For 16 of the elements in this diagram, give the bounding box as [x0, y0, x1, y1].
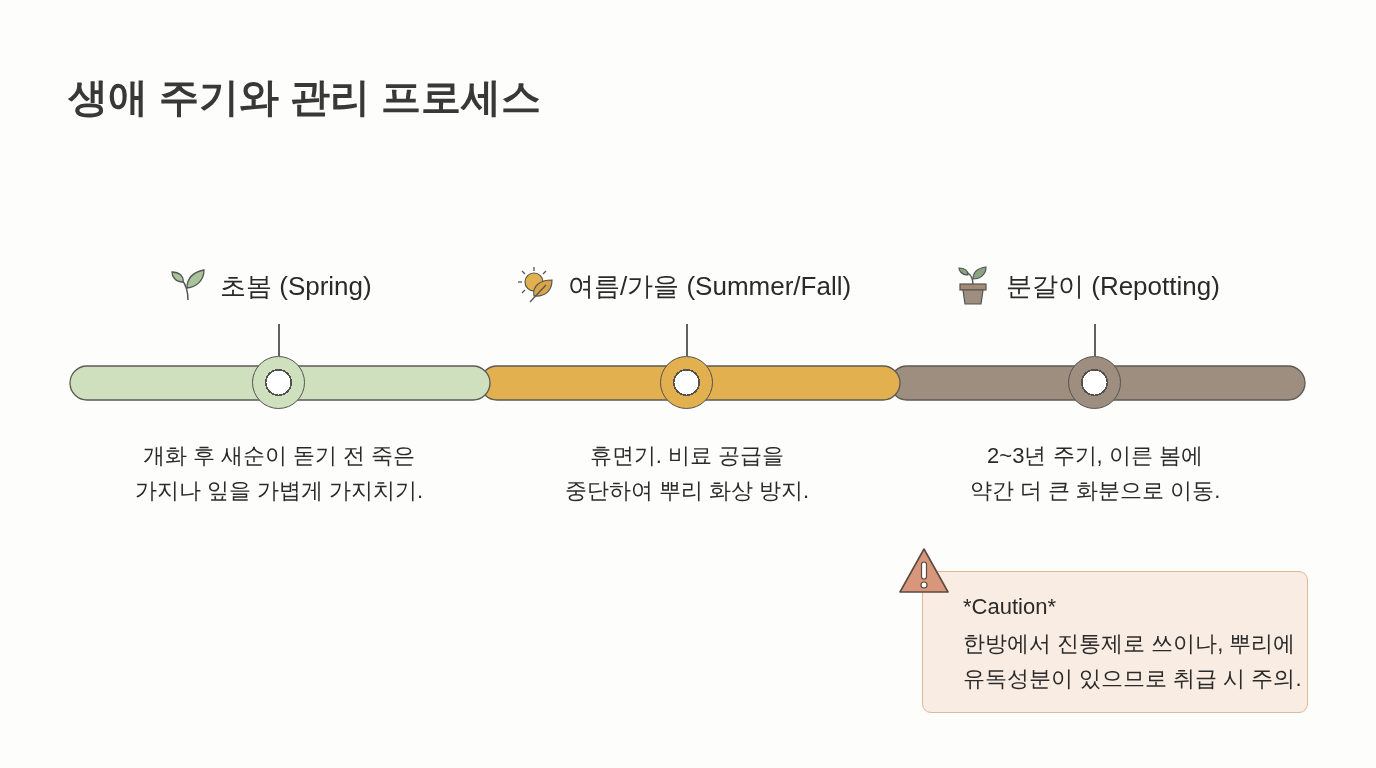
- stage-marker: [1068, 356, 1121, 409]
- stage-marker: [252, 356, 305, 409]
- stage-description: 휴면기. 비료 공급을 중단하여 뿌리 화상 방지.: [563, 442, 811, 505]
- leader-line: [278, 323, 280, 357]
- stage-description: 2~3년 주기, 이른 봄에 약간 더 큰 화분으로 이동.: [968, 442, 1222, 505]
- caution-text: 한방에서 진통제로 쓰이나, 뿌리에 유독성분이 있으므로 취급 시 주의.: [963, 630, 1303, 693]
- caution-card: [922, 571, 1308, 713]
- title: 생애 주기와 관리 프로세스: [68, 74, 542, 121]
- stage-heading: 분갈이 (Repotting): [1006, 270, 1220, 303]
- stage-marker: [660, 356, 713, 409]
- stage-heading: 여름/가을 (Summer/Fall): [568, 270, 852, 303]
- leader-line: [686, 323, 688, 357]
- caution-heading: *Caution*: [963, 593, 1057, 621]
- stage-description: 개화 후 새순이 돋기 전 죽은 가지나 잎을 가볍게 가지치기.: [133, 442, 425, 505]
- stage-heading: 초봄 (Spring): [220, 270, 372, 303]
- leader-line: [1094, 323, 1096, 357]
